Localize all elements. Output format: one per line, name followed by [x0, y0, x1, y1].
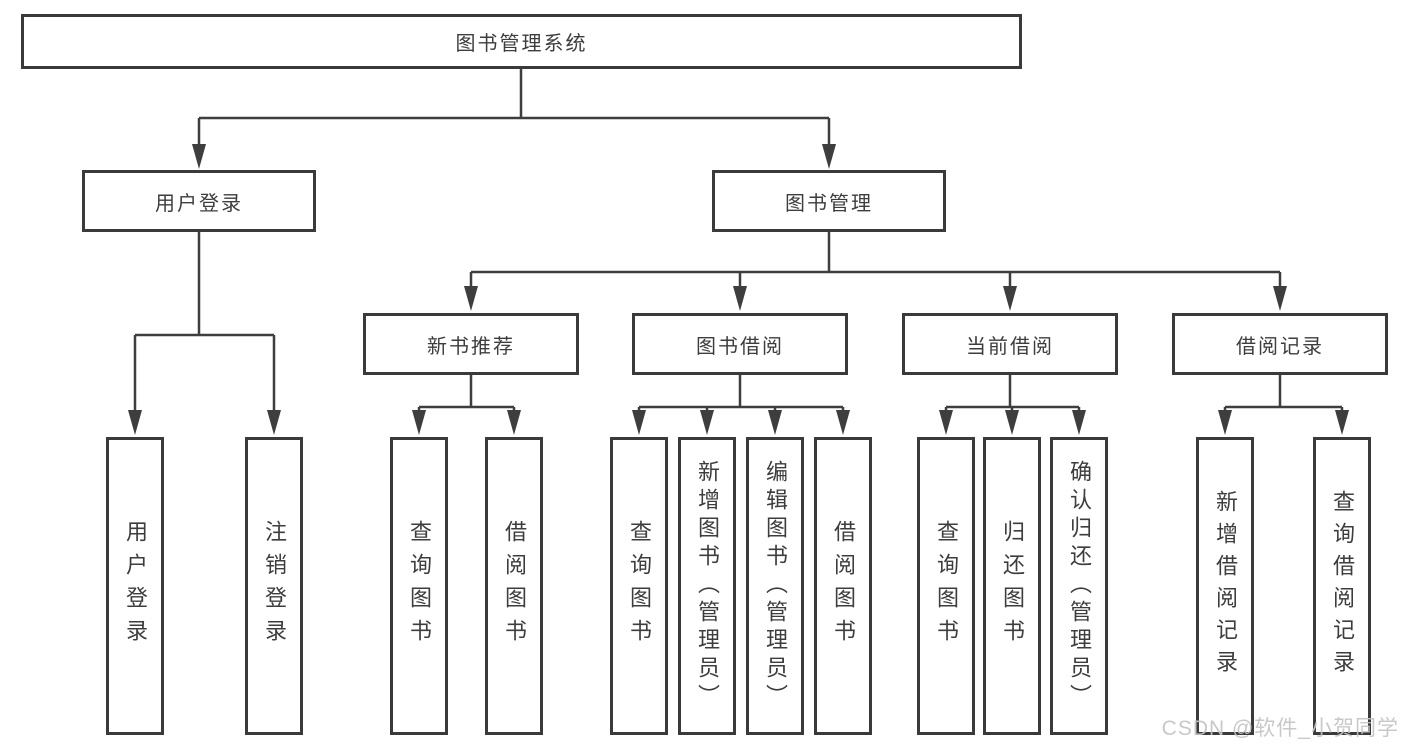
leaf-borrowing-borrow-books: 借阅图书: [814, 437, 872, 735]
node-book-management-system: 图书管理系统: [21, 14, 1022, 69]
node-book-management: 图书管理: [712, 170, 946, 232]
leaf-label: 注销登录: [262, 520, 287, 652]
leaf-confirm-return-admin: 确认归还（管理员）: [1050, 437, 1108, 735]
node-label: 图书管理: [785, 192, 873, 215]
node-user-login: 用户登录: [82, 170, 316, 232]
node-label: 图书管理系统: [455, 33, 588, 55]
leaf-label: 借阅图书: [831, 520, 856, 652]
connector-root-to-level2: [192, 68, 836, 169]
leaf-label: 新增图书（管理员）: [695, 460, 720, 712]
connector-login-to-leaves: [128, 232, 281, 435]
leaf-label: 新增借阅记录: [1213, 490, 1238, 682]
leaf-user-login: 用户登录: [106, 437, 164, 735]
csdn-watermark: CSDN @软件_小贺同学: [1161, 717, 1399, 740]
leaf-label: 归还图书: [1000, 520, 1025, 652]
leaf-logout: 注销登录: [245, 437, 303, 735]
leaf-label: 确认归还（管理员）: [1067, 460, 1092, 712]
node-book-borrowing: 图书借阅: [632, 313, 848, 375]
leaf-label: 借阅图书: [502, 520, 527, 652]
leaf-query-borrow-record: 查询借阅记录: [1313, 437, 1371, 735]
leaf-label: 查询借阅记录: [1330, 490, 1355, 682]
leaf-label: 查询图书: [627, 520, 652, 652]
node-label: 用户登录: [155, 192, 243, 215]
connector-mgmt-to-level3: [464, 232, 1287, 311]
node-borrowing-records: 借阅记录: [1172, 313, 1388, 375]
leaf-label: 编辑图书（管理员）: [763, 460, 788, 712]
leaf-edit-books-admin: 编辑图书（管理员）: [746, 437, 804, 735]
leaf-add-borrow-record: 新增借阅记录: [1196, 437, 1254, 735]
leaf-recommend-query-books: 查询图书: [390, 437, 448, 735]
node-label: 图书借阅: [696, 335, 784, 358]
node-label: 借阅记录: [1236, 335, 1324, 358]
node-current-borrowing: 当前借阅: [902, 313, 1118, 375]
node-label: 新书推荐: [427, 335, 515, 358]
leaf-label: 查询图书: [934, 520, 959, 652]
leaf-label: 查询图书: [407, 520, 432, 652]
leaf-recommend-borrow-books: 借阅图书: [485, 437, 543, 735]
leaf-current-query-books: 查询图书: [917, 437, 975, 735]
connector-borrow-to-leaves: [632, 375, 850, 435]
leaf-add-books-admin: 新增图书（管理员）: [678, 437, 736, 735]
connector-records-to-leaves: [1218, 375, 1349, 435]
leaf-borrowing-query-books: 查询图书: [610, 437, 668, 735]
connector-current-to-leaves: [939, 375, 1086, 435]
node-label: 当前借阅: [966, 335, 1054, 358]
connector-recommend-to-leaves: [412, 375, 521, 435]
leaf-label: 用户登录: [123, 520, 148, 652]
node-new-book-recommend: 新书推荐: [363, 313, 579, 375]
leaf-return-books: 归还图书: [983, 437, 1041, 735]
